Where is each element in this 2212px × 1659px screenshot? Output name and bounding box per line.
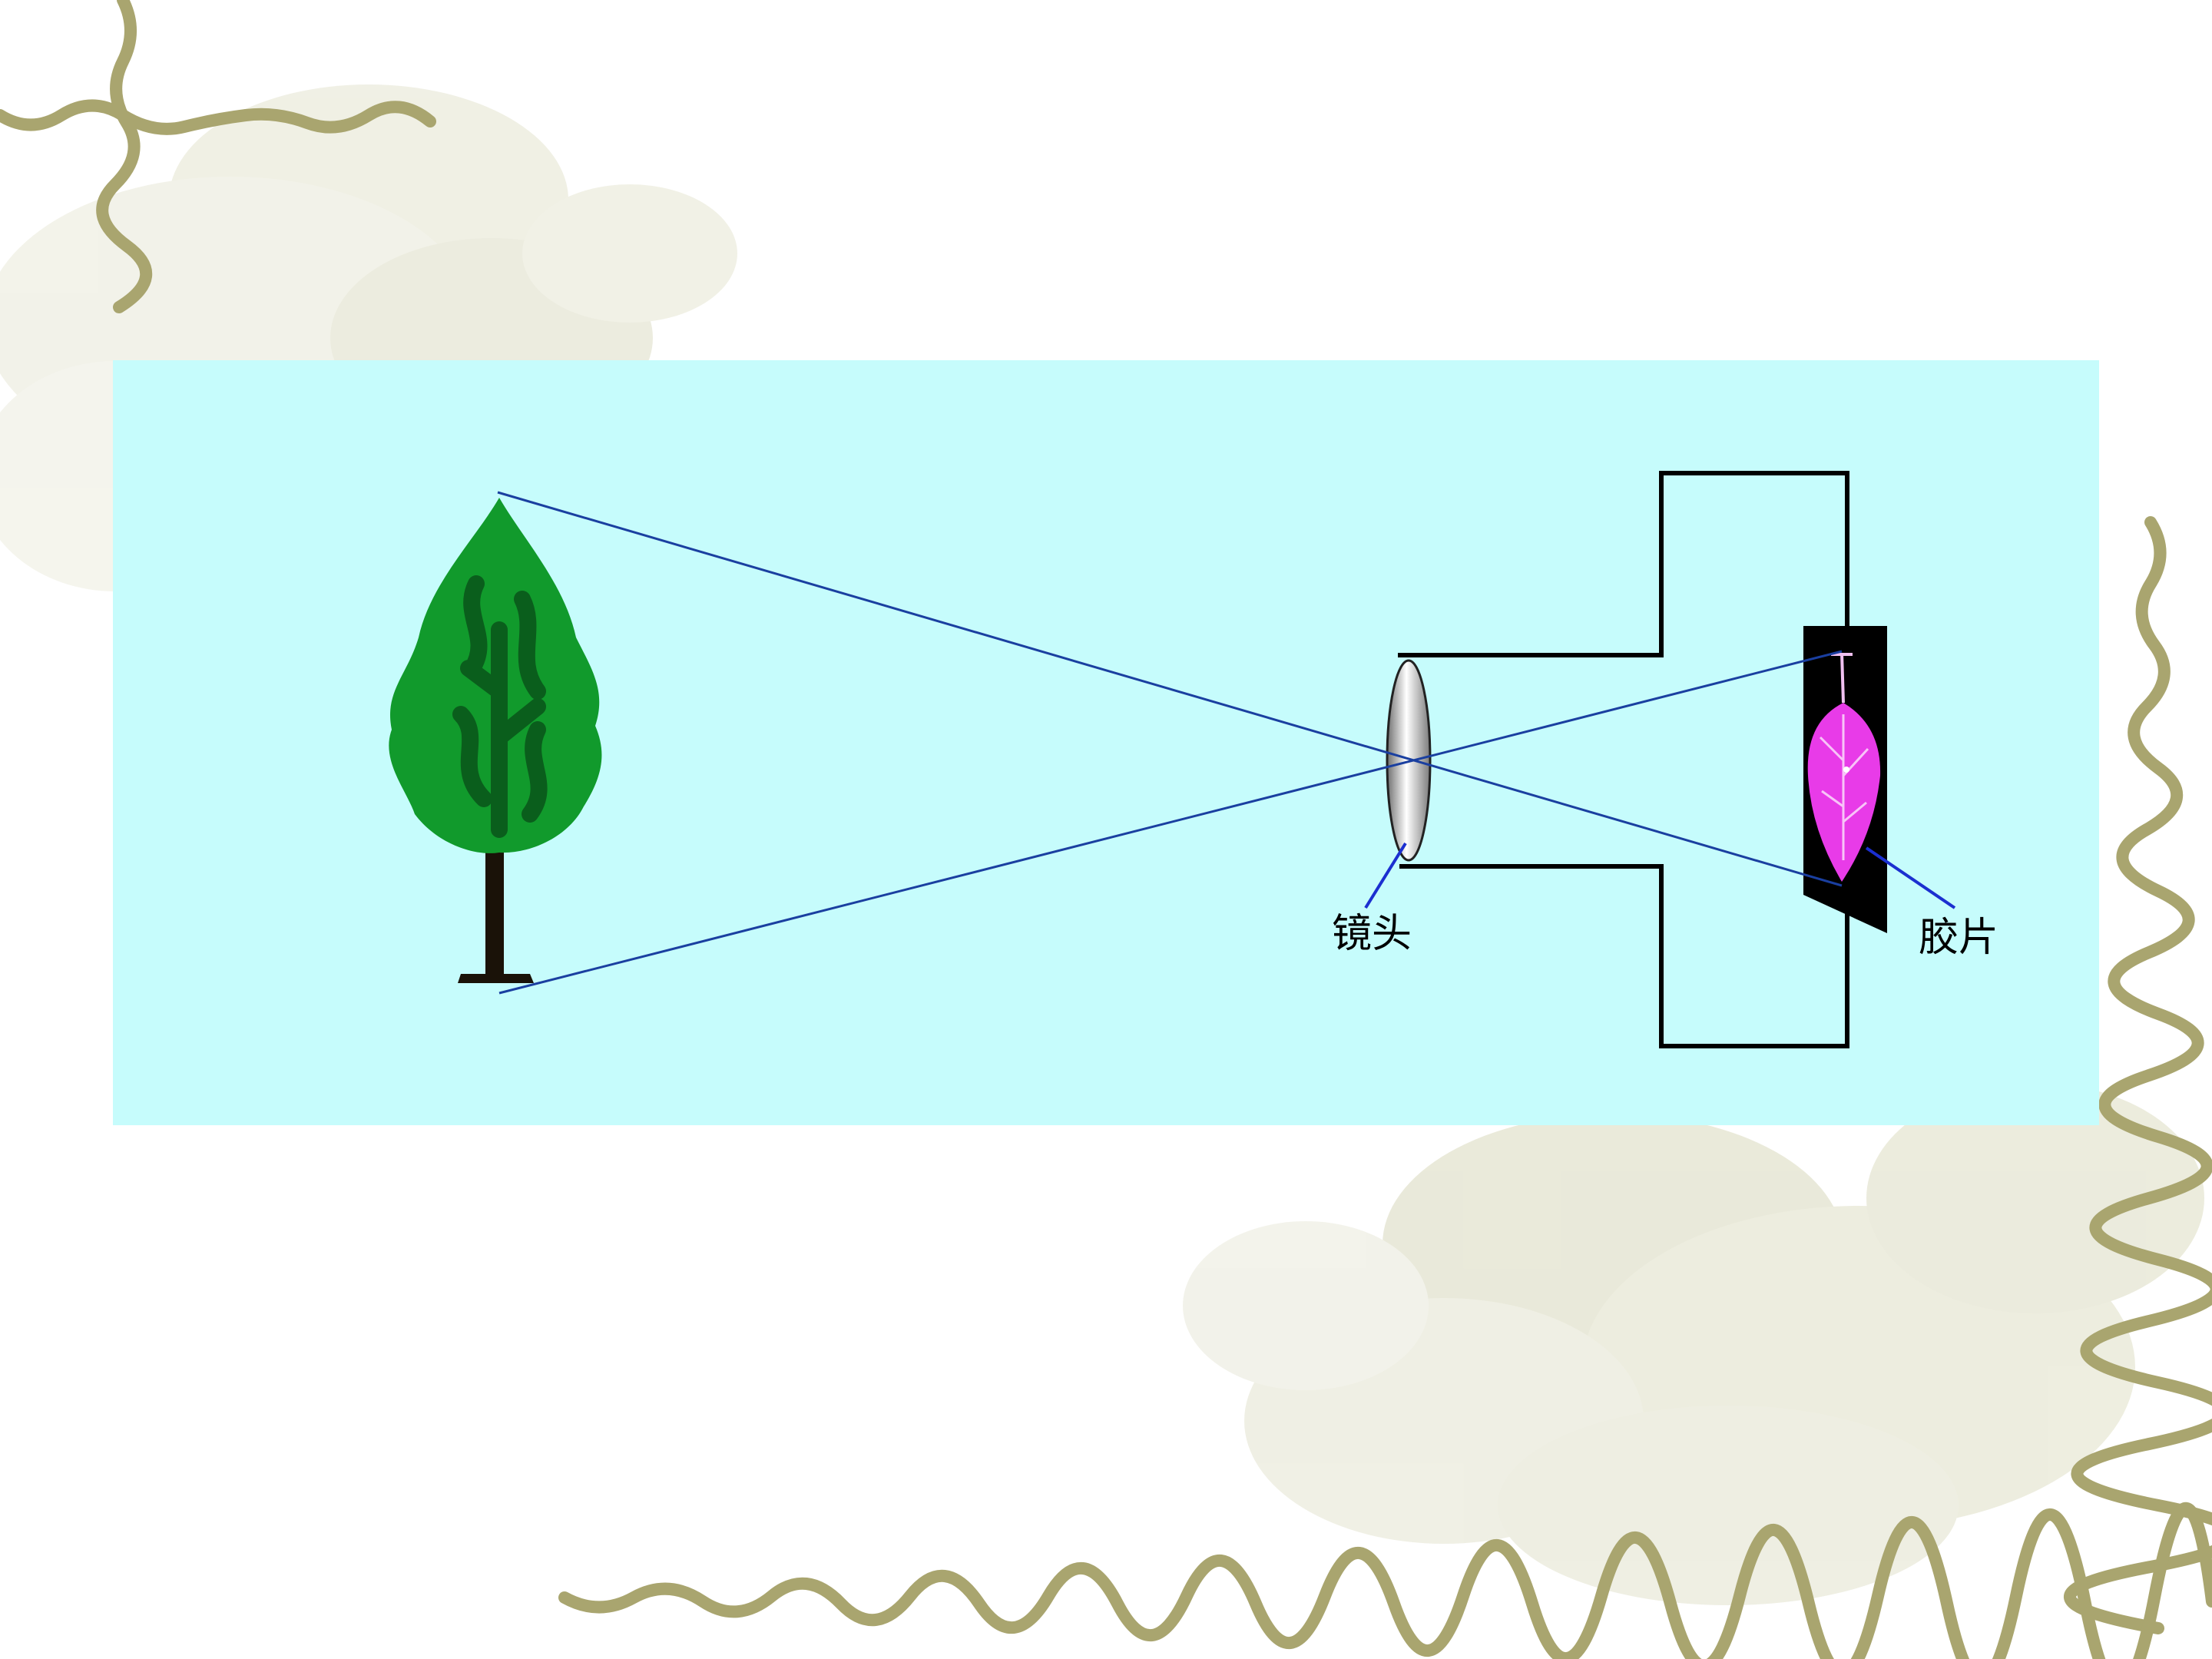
ray-bottom-to-top [498, 650, 1843, 995]
film-label: 胶片 [1919, 915, 1999, 961]
convex-lens-icon [1386, 659, 1432, 862]
film-label-leader [1865, 846, 1956, 909]
lens-label: 镜头 [1332, 911, 1412, 957]
camera-body-outline [1398, 471, 1849, 1048]
inverted-tree-image-icon [1807, 652, 1881, 882]
light-rays [497, 491, 1843, 995]
faded-foliage-bottom-right [1183, 1083, 2204, 1605]
lens-label-leader [1364, 842, 1407, 909]
tree-icon [389, 498, 602, 983]
ray-top-to-bottom [497, 491, 1843, 887]
